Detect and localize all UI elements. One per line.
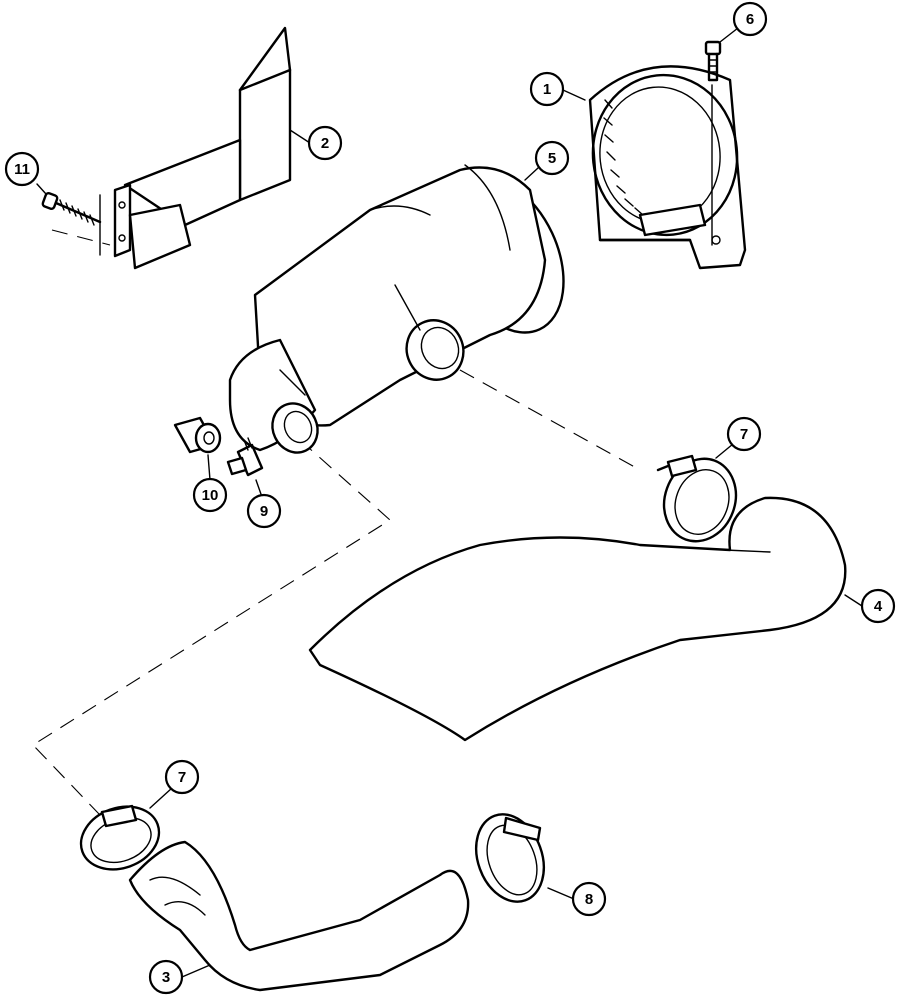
svg-text:8: 8 — [585, 891, 593, 908]
svg-text:7: 7 — [740, 426, 748, 443]
callout-8: 8 — [571, 881, 607, 917]
svg-text:3: 3 — [162, 969, 170, 986]
callout-6: 6 — [732, 1, 768, 37]
callout-3: 3 — [148, 959, 184, 995]
callout-5: 5 — [534, 140, 570, 176]
svg-text:1: 1 — [543, 81, 551, 98]
callout-7-lower: 7 — [164, 759, 200, 795]
air-cleaner-part-5 — [228, 164, 565, 454]
bolt-part-11 — [41, 192, 102, 226]
hose-clamp-part-8 — [475, 813, 545, 903]
svg-text:4: 4 — [874, 598, 883, 615]
callout-4: 4 — [860, 588, 896, 624]
hose-part-4 — [308, 496, 847, 742]
bracket-plate-part-2 — [99, 26, 292, 270]
callout-10: 10 — [192, 477, 228, 513]
bolt-part-6 — [704, 40, 722, 82]
hose-clamp-part-7-upper — [656, 454, 738, 543]
callout-leaders — [36, 27, 863, 978]
svg-text:5: 5 — [548, 150, 556, 167]
callout-11: 11 — [4, 151, 40, 187]
svg-text:11: 11 — [14, 161, 30, 178]
fitting-part-10 — [173, 416, 222, 454]
svg-text:9: 9 — [260, 503, 268, 520]
svg-text:7: 7 — [178, 769, 186, 786]
mounting-band-part-1 — [588, 65, 747, 270]
svg-text:10: 10 — [202, 487, 219, 504]
hose-part-3 — [128, 840, 470, 992]
svg-text:6: 6 — [746, 11, 754, 28]
callout-9: 9 — [246, 493, 282, 529]
callout-2: 2 — [307, 125, 343, 161]
callout-1: 1 — [529, 71, 565, 107]
callout-7-upper: 7 — [726, 416, 762, 452]
hose-clamp-part-7-lower — [79, 804, 161, 871]
assembly-guide-lines — [32, 229, 641, 816]
elbow-fitting-part-9 — [226, 437, 264, 477]
svg-text:2: 2 — [321, 135, 329, 152]
